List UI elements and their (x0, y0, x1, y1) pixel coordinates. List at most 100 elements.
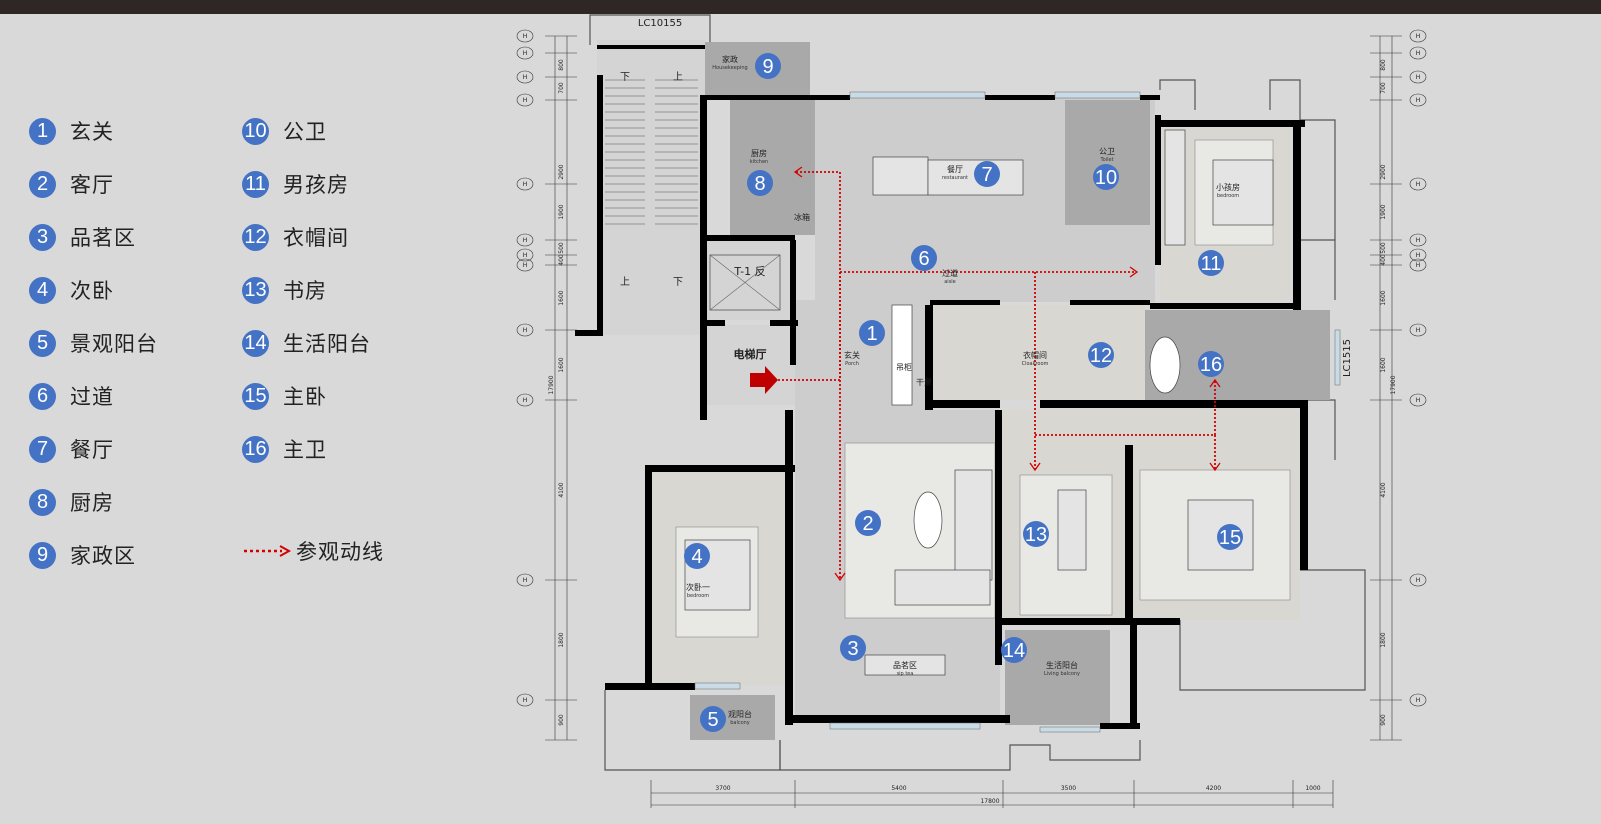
marker-badge: 5 (29, 329, 56, 357)
room-label-housekeeping: 家政 (722, 54, 738, 64)
room-marker-number: 6 (918, 248, 929, 270)
room-marker: 11 (1198, 250, 1224, 276)
room-marker: 1 (859, 320, 885, 346)
room-marker-number: 8 (754, 173, 765, 195)
axis-tag: H (523, 252, 528, 259)
axis-bubble (1409, 46, 1427, 60)
bottom-dimension: 3700 (715, 785, 730, 792)
bathtub (1149, 336, 1181, 394)
right-dimension: 1900 (1380, 204, 1387, 219)
room-label-housekeeping-en: Housekeeping (712, 65, 747, 71)
marker-badge: 10 (242, 117, 269, 145)
legend-label: 衣帽间 (283, 226, 349, 250)
room-label-living_balcony: 生活阳台 (1046, 660, 1078, 670)
axis-bubble (516, 233, 534, 247)
elevator-label: T-1 反 (733, 265, 765, 278)
marker-badge: 12 (242, 223, 269, 251)
axis-tag: H (1416, 252, 1421, 259)
axis-tag: H (1416, 33, 1421, 40)
marker-badge: 1 (29, 117, 56, 145)
axis-tag: H (1416, 74, 1421, 81)
room-marker-number: 14 (1003, 640, 1025, 662)
room-marker-number: 2 (862, 513, 873, 535)
room-label-boyroom-en: bedroom (1217, 193, 1239, 199)
axis-tag: H (1416, 50, 1421, 57)
stair-area (597, 40, 705, 335)
marker-badge: 15 (242, 382, 269, 410)
legend-label: 品茗区 (70, 226, 136, 250)
axis-bubble (516, 70, 534, 84)
dry-scene-label: 干景 (916, 378, 932, 387)
legend-label: 生活阳台 (283, 332, 371, 356)
left-dimension: 4100 (558, 482, 565, 497)
tea-table (864, 654, 946, 676)
route-legend-label: 参观动线 (296, 540, 384, 564)
legend-label: 次卧 (70, 279, 114, 303)
axis-tag: H (523, 397, 528, 404)
left-dimension: 1800 (558, 632, 565, 647)
route-arrow-icon (244, 545, 292, 557)
axis-tag: H (523, 697, 528, 704)
room-marker-number: 16 (1200, 354, 1222, 376)
marker-badge: 4 (29, 276, 56, 304)
axis-bubble (1409, 70, 1427, 84)
room-marker: 2 (855, 510, 881, 536)
elevator-hall-label: 电梯厅 (734, 347, 767, 361)
right-dimension: 800 (1380, 59, 1387, 71)
legend-label: 主卧 (283, 385, 327, 409)
room-marker: 3 (840, 635, 866, 661)
right-total-dimension: 17900 (1390, 375, 1397, 394)
room-marker-number: 1 (866, 323, 877, 345)
boy-bed (1212, 159, 1274, 226)
right-dimension: 400 (1380, 254, 1387, 266)
room-label-boyroom: 小孩房 (1216, 182, 1240, 192)
left-dimension: 1600 (558, 290, 565, 305)
left-dimension: 900 (558, 714, 565, 726)
room-marker: 10 (1093, 164, 1119, 190)
room-marker: 9 (755, 53, 781, 79)
axis-tag: H (523, 327, 528, 334)
axis-bubble (516, 29, 534, 43)
right-dimension: 500 (1380, 242, 1387, 254)
left-dimension: 400 (558, 254, 565, 266)
left-total-dimension: 17900 (548, 375, 555, 394)
kitchen-island (872, 156, 929, 196)
marker-badge: 13 (242, 276, 269, 304)
route-legend: 参观动线 (242, 536, 384, 566)
room-marker: 6 (911, 245, 937, 271)
right-dimension: 4100 (1380, 482, 1387, 497)
legend-label: 景观阳台 (70, 332, 158, 356)
axis-bubble (516, 46, 534, 60)
axis-tag: H (523, 50, 528, 57)
window-right-label: LC1515 (1342, 339, 1353, 377)
legend-label: 男孩房 (283, 173, 349, 197)
axis-bubble (1409, 233, 1427, 247)
axis-tag: H (1416, 237, 1421, 244)
room-label-restaurant-en: restaurant (942, 175, 968, 181)
room-label-kitchen-en: kitchen (750, 159, 768, 165)
room-label-porch: 玄关 (844, 350, 860, 360)
marker-badge: 3 (29, 223, 56, 251)
top-right-outline (1159, 79, 1336, 240)
axis-tag: H (523, 577, 528, 584)
axis-bubble (1409, 248, 1427, 262)
top-bar (0, 0, 1601, 14)
elevator-car (709, 254, 781, 311)
room-label-toilet: 公卫 (1099, 147, 1115, 156)
left-dimension: 700 (558, 82, 565, 94)
legend-label: 主卫 (283, 438, 327, 462)
axis-bubble (516, 693, 534, 707)
toilet-area (1065, 100, 1150, 225)
left-dimension: 1900 (558, 204, 565, 219)
axis-tag: H (1416, 327, 1421, 334)
elevator-shaft (705, 240, 795, 320)
stair-window-outline (589, 14, 711, 45)
room-marker: 14 (1001, 637, 1027, 663)
legend-item: 15 主卧 (242, 381, 327, 411)
axis-bubble (1409, 323, 1427, 337)
